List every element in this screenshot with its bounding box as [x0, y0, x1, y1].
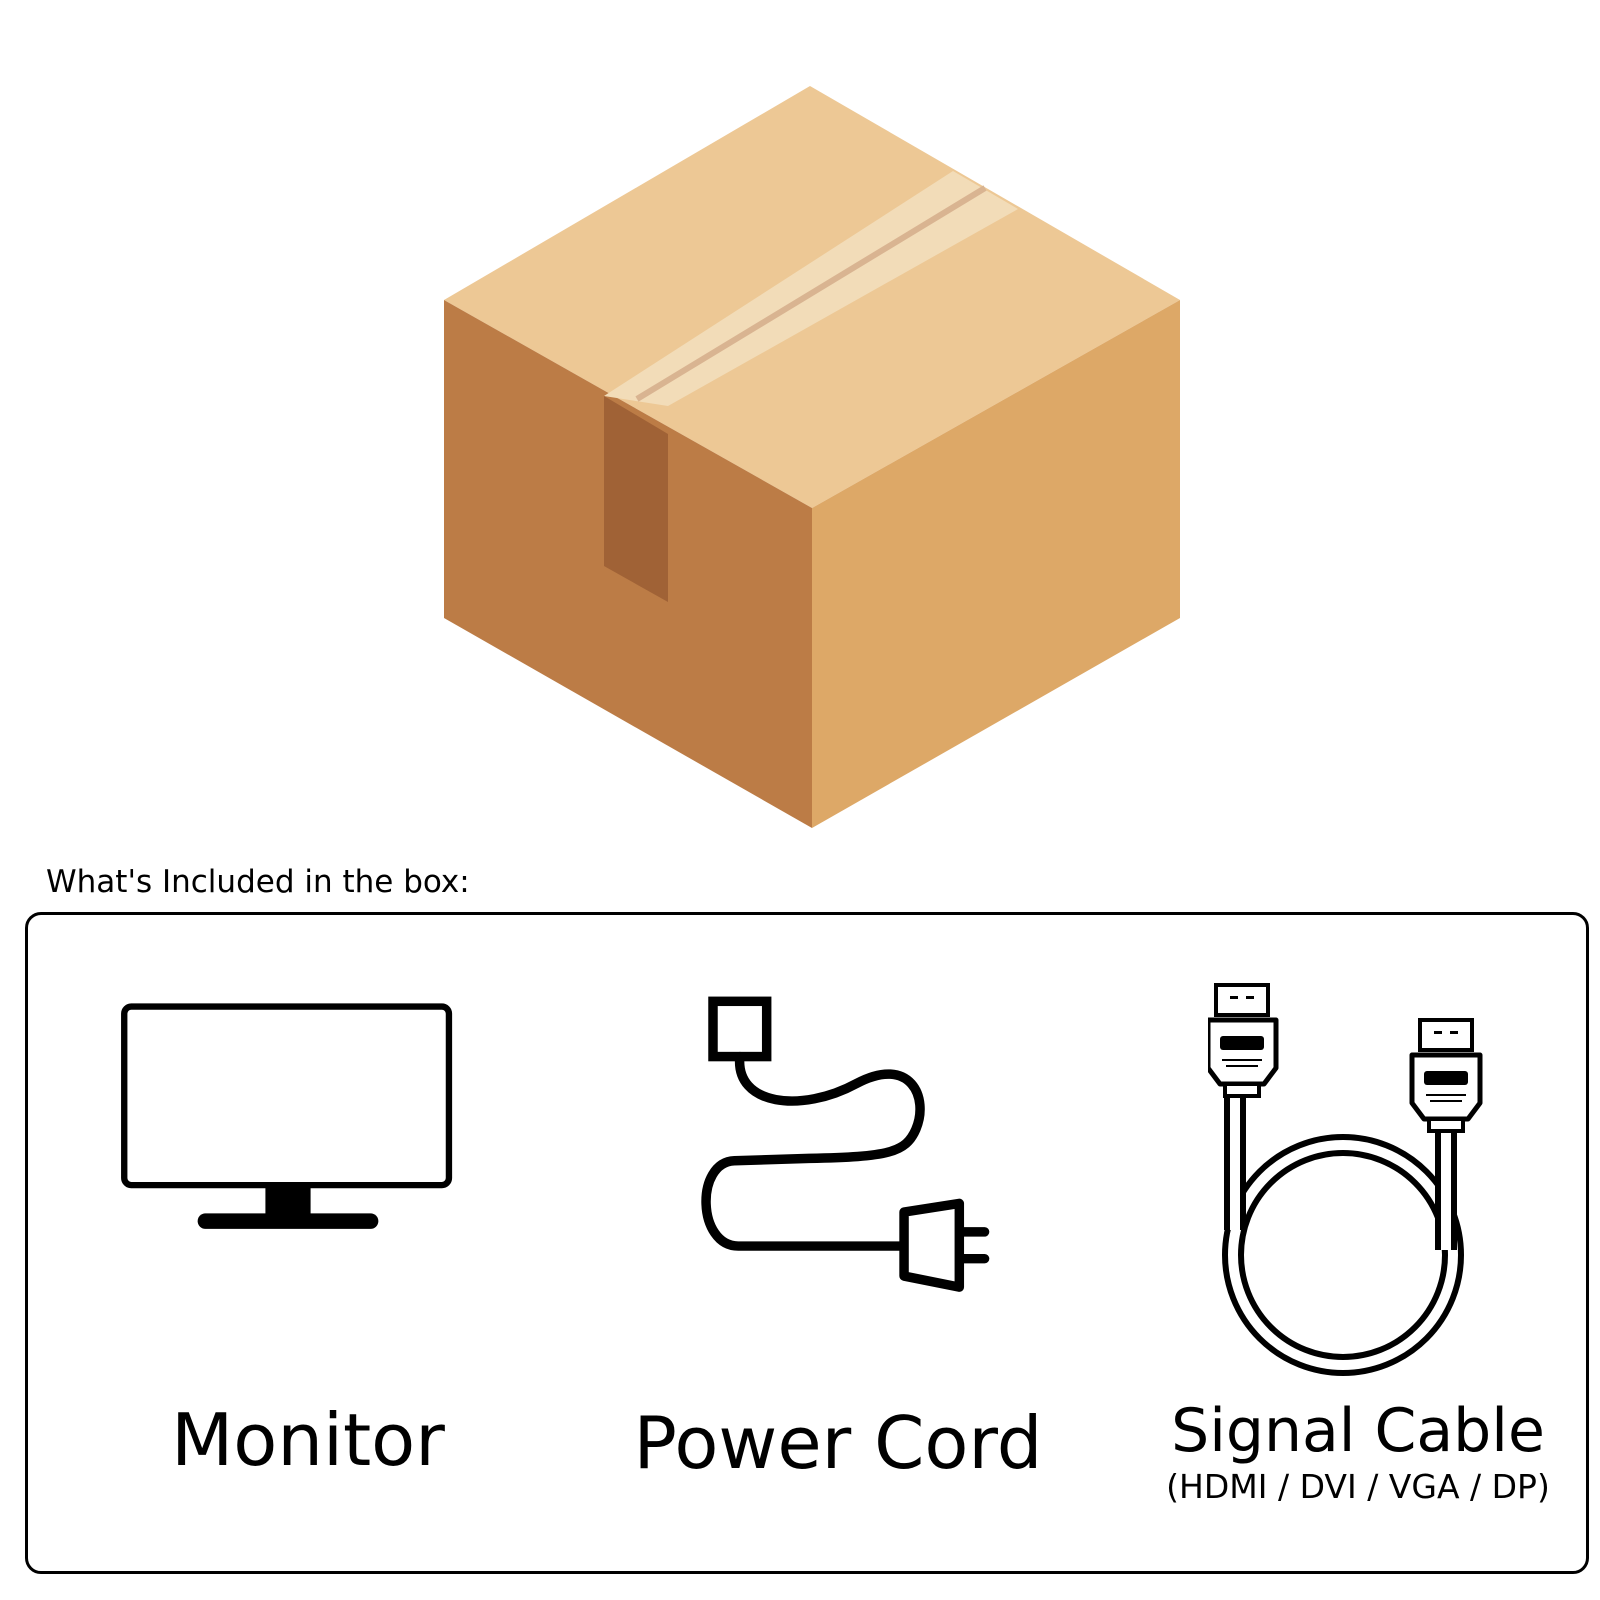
box-tape-front: [604, 396, 668, 602]
cardboard-box-icon: [444, 86, 1180, 828]
item-label-signal-cable: Signal Cable: [1171, 1396, 1545, 1466]
box-right-face: [812, 300, 1180, 828]
signal-cable-icon: [1208, 983, 1483, 1376]
section-heading: What's Included in the box:: [46, 864, 470, 900]
item-label-monitor: Monitor: [171, 1398, 445, 1482]
box-tape-seam: [635, 185, 987, 402]
item-label-power-cord: Power Cord: [633, 1401, 1043, 1485]
contents-panel: Monitor Power Cord Signal Cable (HDMI / …: [25, 912, 1589, 1574]
item-sublabel-signal-cable: (HDMI / DVI / VGA / DP): [1166, 1467, 1550, 1506]
power-cord-icon: [701, 996, 990, 1292]
monitor-icon: [121, 1003, 453, 1229]
